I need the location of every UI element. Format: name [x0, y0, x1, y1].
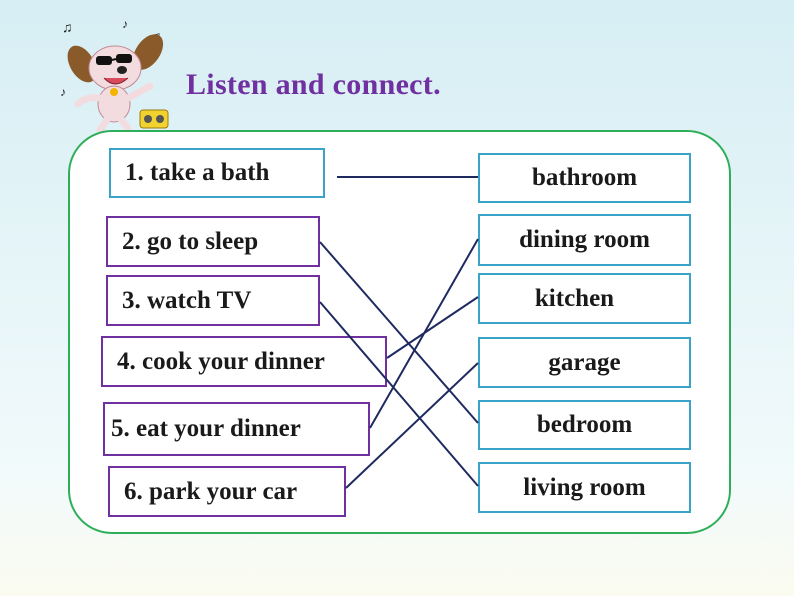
left-item-3[interactable]: 3. watch TV: [106, 275, 320, 326]
connector-cook-kitchen: [386, 296, 479, 359]
left-item-6[interactable]: 6. park your car: [108, 466, 346, 517]
right-item-garage[interactable]: garage: [478, 337, 691, 388]
right-item-dining-room[interactable]: dining room: [478, 214, 691, 266]
right-item-living-room[interactable]: living room: [478, 462, 691, 513]
music-note-icon: ♪: [122, 18, 128, 31]
music-note-icon: ♫: [62, 21, 73, 36]
left-item-5[interactable]: 5. eat your dinner: [103, 402, 370, 456]
music-note-icon: ♪: [60, 85, 66, 99]
left-item-4[interactable]: 4. cook your dinner: [101, 336, 387, 387]
connector-eat-dining-room: [369, 238, 479, 429]
right-item-bedroom[interactable]: bedroom: [478, 400, 691, 450]
page-title: Listen and connect.: [186, 68, 441, 101]
right-item-kitchen[interactable]: kitchen: [478, 273, 691, 324]
connector-park-garage: [345, 362, 479, 489]
right-item-bathroom[interactable]: bathroom: [478, 153, 691, 203]
dancing-dog-mascot-icon: ♫ ♪ ♫ ♪: [60, 18, 169, 132]
left-item-2[interactable]: 2. go to sleep: [106, 216, 320, 267]
left-item-1[interactable]: 1. take a bath: [109, 148, 325, 198]
connector-tv-living-room: [319, 301, 479, 487]
connector-sleep-bedroom: [319, 241, 479, 424]
